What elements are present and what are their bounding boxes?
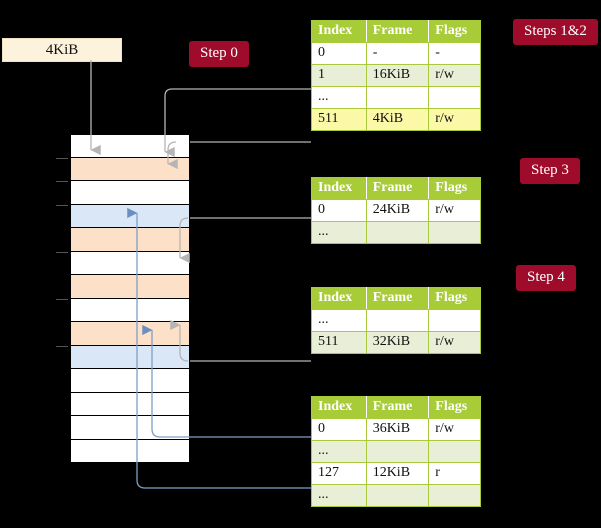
memory-frame-tick — [56, 345, 68, 347]
cell-frame — [365, 86, 430, 109]
memory-frame-tick — [56, 181, 68, 182]
memory-frame-row — [70, 204, 190, 228]
memory-frame-row — [70, 181, 190, 205]
cell-index: 0 — [311, 199, 367, 222]
cell-index: ... — [311, 484, 367, 507]
cell-index: ... — [311, 86, 367, 109]
cell-flags — [428, 309, 481, 332]
memory-frame-row — [70, 134, 190, 158]
memory-frame-row — [70, 298, 190, 322]
cell-flags — [428, 440, 481, 463]
memory-frame-row — [70, 345, 190, 369]
physical-memory-column — [56, 134, 190, 463]
memory-frame-tick — [56, 157, 68, 159]
cell-flags: r/w — [428, 64, 481, 87]
memory-frame-row — [70, 322, 190, 346]
cell-flags — [428, 221, 481, 244]
cell-flags: r/w — [428, 108, 481, 131]
table-header-row: Index Frame Flags — [311, 396, 481, 419]
cell-flags: r/w — [428, 418, 481, 441]
cell-frame: 12KiB — [365, 462, 430, 485]
memory-frame-tick — [56, 204, 68, 206]
cell-frame — [365, 221, 430, 244]
memory-frame-row — [70, 275, 190, 299]
table-row: 0-- — [311, 42, 481, 65]
cell-index: ... — [311, 309, 367, 332]
cell-index: ... — [311, 221, 367, 244]
table-row: ... — [311, 86, 481, 109]
column-header-frame: Frame — [365, 20, 430, 43]
column-header-frame: Frame — [365, 287, 430, 310]
memory-frame-row — [70, 439, 190, 463]
table-row: ... — [311, 440, 481, 463]
column-header-flags: Flags — [428, 287, 481, 310]
memory-frame-tick — [56, 251, 68, 253]
cell-flags: r/w — [428, 199, 481, 222]
column-header-index: Index — [311, 177, 367, 200]
cell-frame — [365, 484, 430, 507]
memory-frame-row — [70, 369, 190, 393]
badge-step-0: Step 0 — [189, 41, 249, 67]
cell-flags — [428, 86, 481, 109]
memory-frame-row — [70, 251, 190, 275]
memory-frame-row — [70, 157, 190, 181]
cell-frame: 16KiB — [365, 64, 430, 87]
cell-flags: r/w — [428, 331, 481, 354]
cell-frame — [365, 440, 430, 463]
cell-flags: r — [428, 462, 481, 485]
cell-frame — [365, 309, 430, 332]
memory-frame-row — [70, 416, 190, 440]
cell-frame: 32KiB — [365, 331, 430, 354]
badge-steps-1-2: Steps 1&2 — [513, 19, 598, 45]
cell-index: ... — [311, 440, 367, 463]
table-header-row: Index Frame Flags — [311, 20, 481, 43]
column-header-flags: Flags — [428, 396, 481, 419]
virtual-address-box: 4KiB — [2, 38, 122, 62]
memory-frame-row — [70, 228, 190, 252]
cell-flags: - — [428, 42, 481, 65]
cell-index: 511 — [311, 108, 367, 131]
column-header-flags: Flags — [428, 20, 481, 43]
table-header-row: Index Frame Flags — [311, 287, 481, 310]
column-header-flags: Flags — [428, 177, 481, 200]
column-header-index: Index — [311, 287, 367, 310]
column-header-frame: Frame — [365, 177, 430, 200]
cell-frame: 36KiB — [365, 418, 430, 441]
cell-index: 0 — [311, 418, 367, 441]
cell-frame: - — [365, 42, 430, 65]
badge-step-3: Step 3 — [520, 158, 580, 184]
cell-index: 511 — [311, 331, 367, 354]
table-row: ... — [311, 221, 481, 244]
badge-step-4: Step 4 — [516, 265, 576, 291]
memory-frame-row — [70, 392, 190, 416]
cell-frame: 4KiB — [365, 108, 430, 131]
column-header-index: Index — [311, 396, 367, 419]
cell-flags — [428, 484, 481, 507]
table-row: ... — [311, 309, 481, 332]
column-header-index: Index — [311, 20, 367, 43]
cell-index: 1 — [311, 64, 367, 87]
table-header-row: Index Frame Flags — [311, 177, 481, 200]
memory-frame-tick — [56, 298, 68, 300]
table-row: ... — [311, 484, 481, 507]
column-header-frame: Frame — [365, 396, 430, 419]
cell-frame: 24KiB — [365, 199, 430, 222]
cell-index: 127 — [311, 462, 367, 485]
cell-index: 0 — [311, 42, 367, 65]
